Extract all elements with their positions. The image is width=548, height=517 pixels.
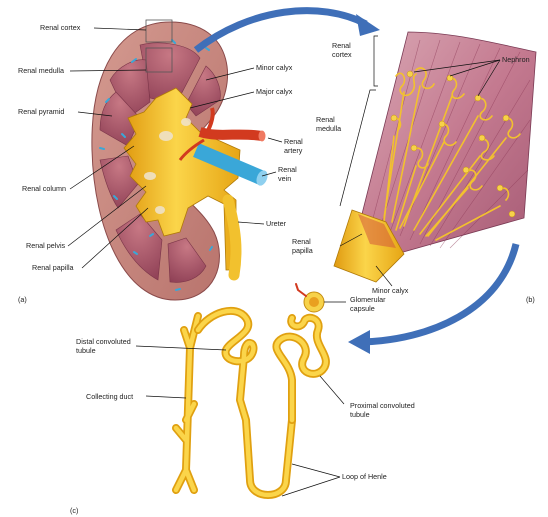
label-distal-line2: tubule xyxy=(76,346,96,355)
ureter-tube xyxy=(222,194,242,281)
minor-calyx-cup xyxy=(333,209,405,283)
label-renal-cortex: Renal cortex xyxy=(40,23,81,32)
panel-a-label: (a) xyxy=(18,295,27,304)
renal-vein-vessel xyxy=(193,143,265,185)
label-collecting-duct: Collecting duct xyxy=(86,392,133,401)
label-b-cortex-line2: cortex xyxy=(332,50,352,59)
label-b-medulla-line2: medulla xyxy=(316,124,341,133)
label-minor-calyx: Minor calyx xyxy=(256,63,293,72)
renal-artery-vessel xyxy=(198,127,263,141)
label-renal-artery-line1: Renal xyxy=(284,137,303,146)
label-glomerular-line1: Glomerular xyxy=(350,295,386,304)
label-glomerular-line2: capsule xyxy=(350,304,375,313)
label-renal-vein-line2: vein xyxy=(278,174,291,183)
label-b-minor-calyx: Minor calyx xyxy=(372,286,409,295)
label-b-papilla-line1: Renal xyxy=(292,237,311,246)
kidney-section xyxy=(91,19,268,301)
label-distal-line1: Distal convoluted xyxy=(76,337,131,346)
cortex-medulla-wedge xyxy=(333,31,537,283)
anatomy-labels: Renal cortex Renal medulla Renal pyramid… xyxy=(18,23,530,481)
label-major-calyx: Major calyx xyxy=(256,87,293,96)
panel-labels: (a) (b) (c) xyxy=(18,295,535,515)
label-ureter: Ureter xyxy=(266,219,287,228)
label-loop-of-henle: Loop of Henle xyxy=(342,472,387,481)
connector-arrows xyxy=(193,7,520,354)
label-renal-papilla: Renal papilla xyxy=(32,263,74,272)
label-renal-column: Renal column xyxy=(22,184,66,193)
panel-c-label: (c) xyxy=(70,506,78,515)
label-b-medulla-line1: Renal xyxy=(316,115,335,124)
label-nephron: Nephron xyxy=(502,55,530,64)
label-renal-pelvis: Renal pelvis xyxy=(26,241,66,250)
label-b-cortex-line1: Renal xyxy=(332,41,351,50)
renal-pelvis xyxy=(123,87,241,271)
label-renal-medulla: Renal medulla xyxy=(18,66,64,75)
renal-pyramids xyxy=(99,42,221,283)
label-proximal-line2: tubule xyxy=(350,410,370,419)
label-renal-artery-line2: artery xyxy=(284,146,303,155)
label-b-papilla-line2: papilla xyxy=(292,246,313,255)
nephron-diagram xyxy=(172,283,330,499)
panel-b-label: (b) xyxy=(526,295,535,304)
label-renal-pyramid: Renal pyramid xyxy=(18,107,64,116)
leader-lines xyxy=(67,27,501,497)
label-proximal-line1: Proximal convoluted xyxy=(350,401,415,410)
arrow-b-to-c xyxy=(361,243,520,346)
arrow-a-to-b xyxy=(193,7,368,53)
label-renal-vein-line1: Renal xyxy=(278,165,297,174)
